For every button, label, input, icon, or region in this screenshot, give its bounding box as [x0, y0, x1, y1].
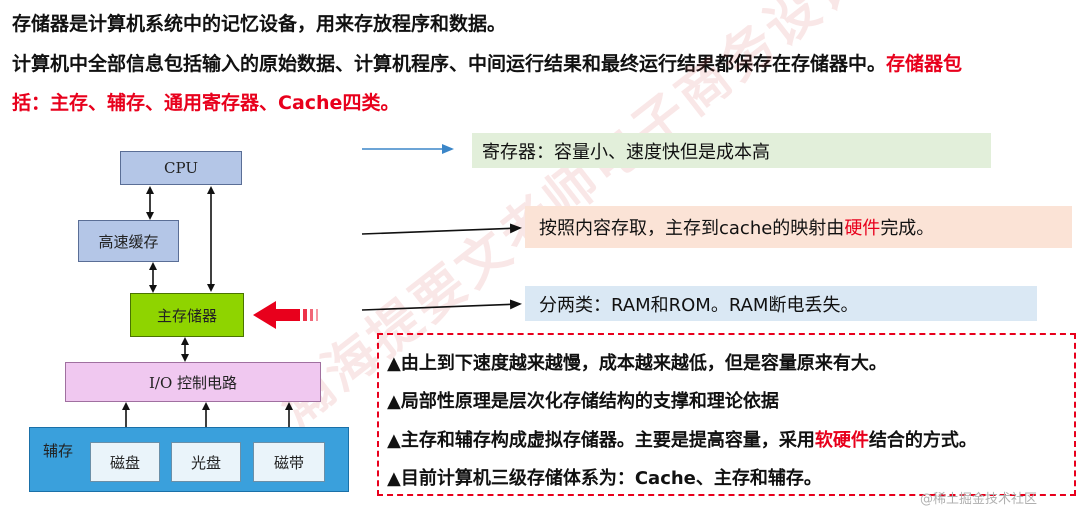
summary-item-2: ▲局部性原理是层次化存储结构的支撑和理论依据: [387, 391, 779, 412]
disk-box: 磁盘: [90, 442, 160, 482]
summary-item-3-emphasis: 软硬件: [814, 430, 869, 451]
summary-item-1: ▲由上到下速度越来越慢，成本越来越低，但是容量原来有大。: [387, 353, 887, 374]
tape-box: 磁带: [253, 442, 325, 482]
note-register: 寄存器：容量小、速度快但是成本高: [472, 133, 991, 168]
note-cache-emphasis: 硬件: [844, 218, 881, 239]
pointer-arrow-main-memory: [361, 299, 522, 311]
summary-item-4: ▲目前计算机三级存储体系为：Cache、主存和辅存。: [387, 468, 822, 489]
note-main-memory: 分两类：RAM和ROM。RAM断电丢失。: [525, 286, 1037, 321]
intro-line-1: 存储器是计算机系统中的记忆设备，用来存放程序和数据。: [12, 13, 507, 35]
intro-line-2-emphasis: 存储器包: [886, 53, 963, 75]
note-cache-text-1: 按照内容存取，主存到cache的映射由: [539, 218, 845, 239]
cache-box: 高速缓存: [78, 220, 179, 262]
summary-item-3-text-2: 结合的方式。: [868, 430, 977, 451]
intro-line-3-emphasis: 括：主存、辅存、通用寄存器、Cache四类。: [12, 92, 400, 114]
summary-item-3-text-1: ▲主存和辅存构成虚拟存储器。主要是提高容量，采用: [387, 430, 815, 451]
optical-disc-box: 光盘: [171, 442, 241, 482]
red-highlight-arrow-icon: [253, 301, 318, 329]
summary-box: ▲由上到下速度越来越慢，成本越来越低，但是容量原来有大。 ▲局部性原理是层次化存…: [377, 333, 1076, 496]
intro-line-2-text: 计算机中全部信息包括输入的原始数据、计算机程序、中间运行结果和最终运行结果都保存…: [12, 53, 887, 75]
summary-item-3: ▲主存和辅存构成虚拟存储器。主要是提高容量，采用软硬件结合的方式。: [387, 426, 977, 452]
footer-credit: @稀土掘金技术社区: [920, 492, 1038, 507]
note-cache-text-2: 完成。: [880, 218, 935, 239]
io-control-box: I/O 控制电路: [65, 362, 321, 402]
main-memory-box: 主存储器: [130, 293, 244, 337]
pointer-arrow-cache: [361, 223, 522, 235]
note-cache: 按照内容存取，主存到cache的映射由硬件完成。: [525, 206, 1072, 248]
intro-line-2: 计算机中全部信息包括输入的原始数据、计算机程序、中间运行结果和最终运行结果都保存…: [12, 49, 962, 76]
cpu-box: CPU: [120, 151, 242, 185]
